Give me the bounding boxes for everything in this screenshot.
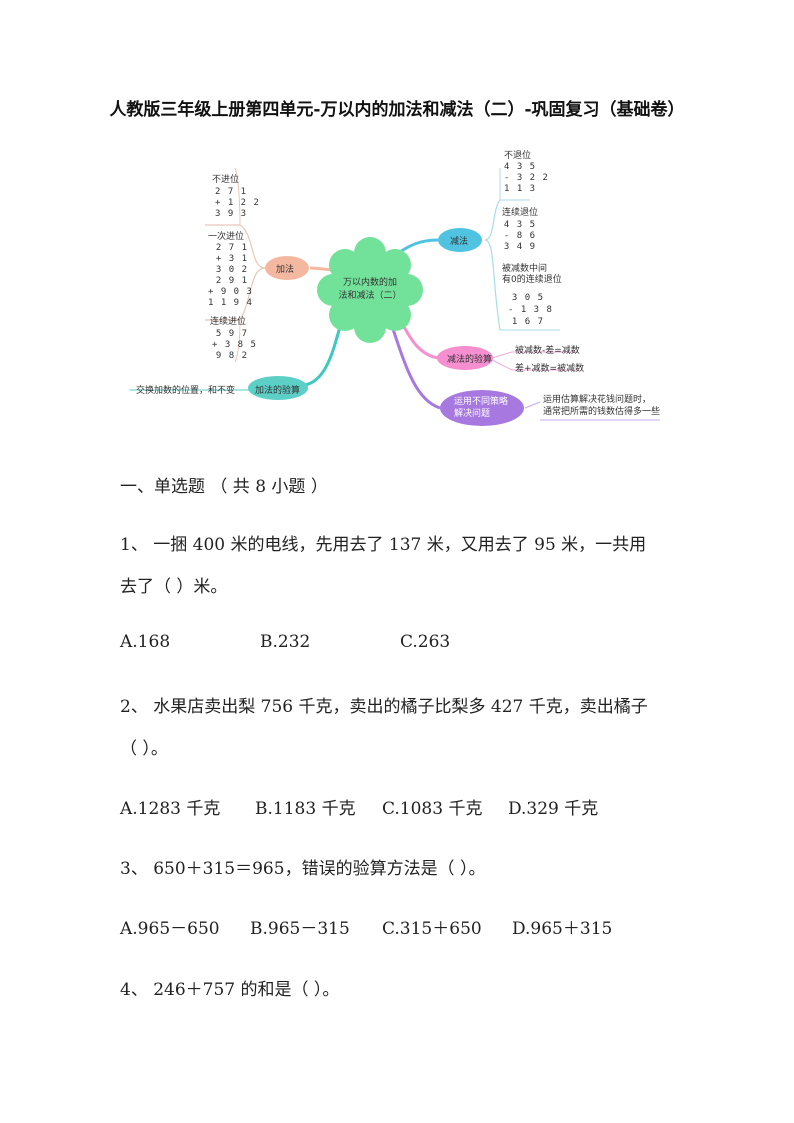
question-2-option-d[interactable]: D.329 千克: [508, 799, 599, 819]
question-3-option-d[interactable]: D.965＋315: [512, 919, 613, 939]
sub-check-rule-2: 差+减数=被减数: [515, 364, 585, 374]
zero-borrow-heading: 被减数中间 有0的连续退位: [502, 264, 562, 285]
question-1-option-b[interactable]: B.232: [260, 632, 311, 652]
question-1-line-1: 1、 一捆 400 米的电线，先用去了 137 米，又用去了 95 米，一共用: [120, 535, 647, 555]
zero-borrow-calc: 3 0 5 - 1 3 8 1 6 7: [508, 293, 553, 327]
strategy-label: 运用不同策略 解决问题: [454, 397, 509, 419]
question-2-option-b[interactable]: B.1183 千克: [255, 799, 356, 819]
strategy-text: 运用估算解决花钱问题时， 通常把所需的钱数估得多一些: [543, 395, 661, 417]
page-title: 人教版三年级上册第四单元-万以内的加法和减法（二）-巩固复习（基础卷）: [109, 100, 685, 120]
question-4-line-1: 4、 246＋757 的和是（ ）。: [120, 980, 340, 1000]
consecutive-borrow-heading: 连续退位: [502, 208, 539, 218]
one-carry-heading: 一次进位: [208, 232, 245, 242]
consecutive-carry-heading: 连续进位: [210, 317, 247, 327]
one-carry-calc: 2 7 1 + 3 1 3 0 2 2 9 1 + 9 0 3 1 1 9 4: [208, 243, 253, 308]
question-3-option-c[interactable]: C.315＋650: [382, 919, 482, 939]
sub-check-rule-1: 被减数-差=减数: [515, 346, 580, 356]
no-carry-heading: 不进位: [212, 175, 240, 185]
question-2-line-2: （ ）。: [120, 739, 168, 759]
center-label: 万以内数的加 法和减法（二）: [338, 278, 402, 301]
question-3-option-a[interactable]: A.965－650: [120, 919, 220, 939]
no-borrow-calc: 4 3 5 - 3 2 2 1 1 3: [504, 162, 549, 194]
sub-node-bg: [438, 228, 482, 252]
question-1-line-2: 去了（ ）米。: [120, 577, 228, 597]
consecutive-carry-calc: 5 9 7 + 3 8 5 9 8 2: [212, 329, 257, 361]
question-3-line-1: 3、 650＋315＝965，错误的验算方法是（ ）。: [120, 859, 486, 879]
question-2-option-c[interactable]: C.1083 千克: [382, 799, 483, 819]
add-check-text: 交换加数的位置，和不变: [136, 386, 236, 396]
center-node: [317, 237, 423, 343]
sub-label: 减法: [450, 237, 469, 247]
strategy-node-bg: [440, 390, 524, 426]
consecutive-borrow-calc: 4 3 5 - 8 6 3 4 9: [503, 220, 536, 252]
add-label: 加法: [276, 265, 295, 275]
sub-check-node-bg: [437, 346, 493, 370]
mind-map-connectors: [130, 167, 660, 426]
no-borrow-heading: 不退位: [504, 151, 532, 161]
question-1-option-a[interactable]: A.168: [120, 632, 171, 652]
sub-check-label: 减法的验算: [447, 355, 493, 365]
add-check-node-bg: [248, 376, 308, 400]
add-check-label: 加法的验算: [255, 386, 301, 396]
mind-map: 万以内数的加 法和减法（二） 加法 不进位 2 7 1 + 1 2 2 3 9 …: [120, 140, 680, 440]
add-node-bg: [265, 256, 309, 280]
question-2-option-a[interactable]: A.1283 千克: [120, 799, 221, 819]
question-1-option-c[interactable]: C.263: [400, 632, 451, 652]
question-3-option-b[interactable]: B.965－315: [250, 919, 350, 939]
question-2-line-1: 2、 水果店卖出梨 756 千克，卖出的橘子比梨多 427 千克，卖出橘子: [120, 697, 648, 717]
no-carry-calc: 2 7 1 + 1 2 2 3 9 3: [215, 187, 260, 219]
section-heading: 一、单选题 （ 共 8 小题 ）: [120, 477, 328, 497]
